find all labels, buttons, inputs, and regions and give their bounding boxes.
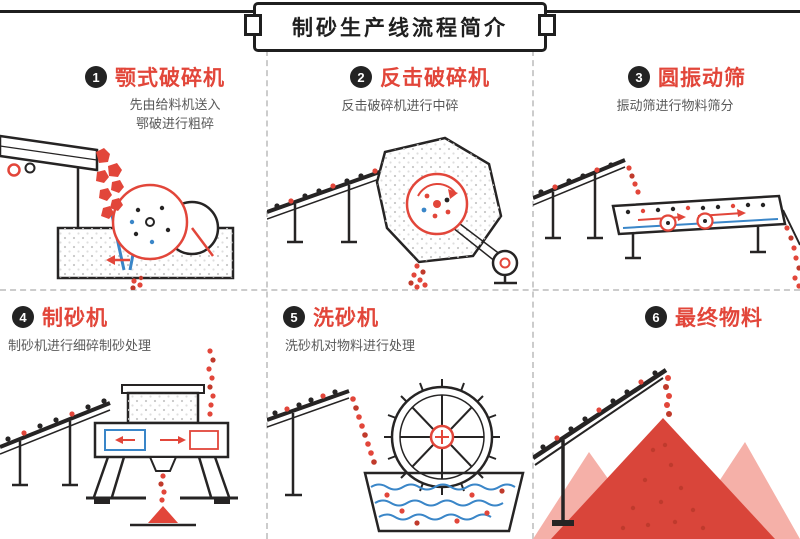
step-3-title: 圆振动筛 xyxy=(658,67,746,90)
divider-vertical-2 xyxy=(532,50,534,539)
page-title: 制砂生产线流程简介 xyxy=(292,17,508,40)
step-4-title: 制砂机 xyxy=(42,307,108,330)
step-4-number: 4 xyxy=(12,306,34,328)
step-2-title: 反击破碎机 xyxy=(380,67,490,90)
step-3-description: 振动筛进行物料筛分 xyxy=(616,98,734,113)
step-2-header: 2 反击破碎机 xyxy=(350,62,490,92)
step-6-number: 6 xyxy=(645,306,667,328)
impact-crusher-illustration xyxy=(267,136,519,290)
final-material-illustration xyxy=(533,368,800,539)
step-5-header: 5 洗砂机 xyxy=(283,302,379,332)
divider-horizontal xyxy=(0,289,800,291)
sand-maker-illustration xyxy=(0,348,238,527)
step-1-header: 1 颚式破碎机 xyxy=(85,62,225,92)
step-6-header: 6 最终物料 xyxy=(645,302,763,332)
step-3-number: 3 xyxy=(628,66,650,88)
step-1-title: 颚式破碎机 xyxy=(115,67,225,90)
step-5-description: 洗砂机对物料进行处理 xyxy=(285,338,416,353)
step-1-description: 先由给料机送入 鄂破进行粗碎 xyxy=(129,97,221,131)
step-1-number: 1 xyxy=(85,66,107,88)
step-5-title: 洗砂机 xyxy=(313,307,379,330)
step-2-number: 2 xyxy=(350,66,372,88)
jaw-crusher-illustration xyxy=(0,134,235,290)
sand-washer-illustration xyxy=(267,379,525,533)
step-6-title: 最终物料 xyxy=(675,307,763,330)
divider-vertical-1 xyxy=(266,50,268,539)
vibrating-screen-illustration xyxy=(533,158,800,289)
step-4-header: 4 制砂机 xyxy=(12,302,108,332)
step-2-description: 反击破碎机进行中碎 xyxy=(341,98,459,113)
title-banner: 制砂生产线流程简介 xyxy=(244,2,556,52)
step-3-header: 3 圆振动筛 xyxy=(628,62,746,92)
step-5-number: 5 xyxy=(283,306,305,328)
step-4-description: 制砂机进行细碎制砂处理 xyxy=(8,338,152,353)
